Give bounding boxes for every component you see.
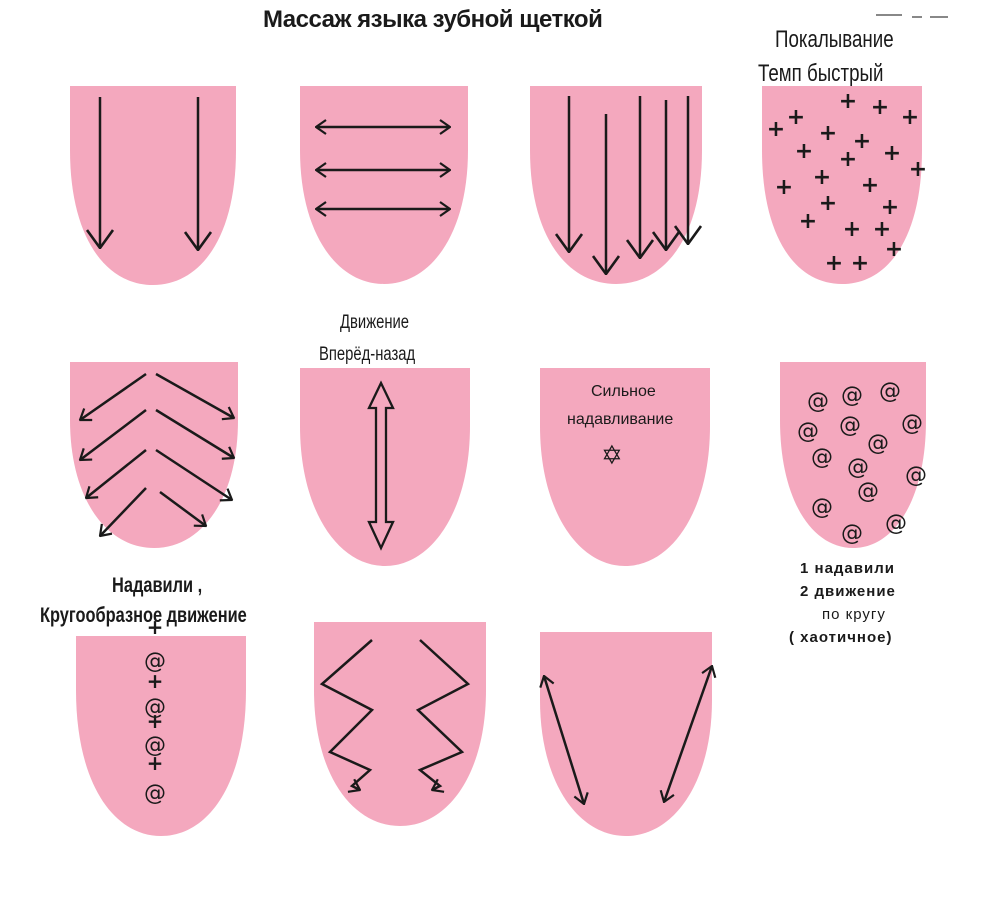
page-title: Массаж языка зубной щеткой [263,6,603,33]
center-line-marks: +@+@+@+@ [144,615,166,806]
plus-mark: + [885,237,903,262]
spiral-mark: @ [857,479,879,504]
plus-mark: + [851,251,869,276]
spiral-mark: @ [879,379,901,404]
spiral-mark: @ [841,383,863,408]
spiral-mark: @ [144,695,166,720]
tongue-shape [70,362,238,548]
label-chaotic-1: 1 надавили [800,560,895,577]
plus-mark: + [853,129,871,154]
label-strong-press-2: надавливание [567,411,674,428]
tongue-shape [540,632,712,836]
tongue-10-zigzag [314,622,486,826]
label-press-circular-1: Надавили , [112,574,203,597]
plus-mark: + [881,195,899,220]
label-back-forth-1: Движение [340,312,410,333]
plus-mark: + [819,191,837,216]
plus-mark: + [819,121,837,146]
tongue-shape [300,86,468,284]
plus-marks: ++++++++++++++++++++++ [767,89,927,276]
tongue-shape [540,368,710,566]
plus-mark: + [901,105,919,130]
plus-mark: + [147,709,164,733]
spiral-mark: @ [811,445,833,470]
tongue-9-press-circular [76,636,246,836]
tongue-4-pricking: ++++++++++++++++++++++ [762,86,927,284]
tongue-shape [314,622,486,826]
decorative-dash [876,14,902,16]
label-chaotic-3: по кругу [822,606,886,623]
tongue-3-five-down-arrows [530,86,702,284]
star-icon: ✡ [601,440,623,470]
spiral-mark: @ [885,511,907,536]
label-strong-press-1: Сильное [591,383,656,400]
plus-mark: + [909,157,927,182]
spiral-mark: @ [905,463,927,488]
plus-mark: + [147,751,164,775]
label-chaotic-2: 2 движение [800,583,896,600]
spiral-mark: @ [901,411,923,436]
tongue-shape [76,636,246,836]
tongue-2-horizontal-arrows [300,86,468,284]
spiral-mark: @ [867,431,889,456]
tongue-11-diagonal-arrows [540,632,712,836]
plus-mark: + [767,117,785,142]
plus-mark: + [813,165,831,190]
tongue-5-chevron-arrows [70,362,238,548]
label-press-circular-2: Кругообразное движение [40,604,247,627]
double-vertical-arrow [367,380,395,551]
plus-mark: + [775,175,793,200]
spiral-mark: @ [847,455,869,480]
plus-mark: + [799,209,817,234]
spiral-mark: @ [811,495,833,520]
spiral-mark: @ [841,521,863,546]
spiral-marks: @@@@@@@@@@@@@@ [797,379,927,546]
plus-mark: + [147,615,164,639]
tongue-6-back-forth [300,368,470,566]
tongue-shape [780,362,926,548]
plus-mark: + [883,141,901,166]
tongue-8-spirals [780,362,926,548]
label-chaotic-4: ( хаотичное) [789,629,893,646]
plus-mark: + [787,105,805,130]
spiral-mark: @ [807,389,829,414]
plus-mark: + [871,95,889,120]
decorative-dash [912,16,922,18]
spiral-mark: @ [144,649,166,674]
plus-mark: + [843,217,861,242]
tongue-shape [762,86,922,284]
label-back-forth-2: Вперёд-назад [319,344,416,365]
label-pricking-1: Покалывание [775,26,894,53]
label-pricking-2: Темп быстрый [758,60,884,87]
tongue-shape [70,86,236,285]
plus-mark: + [873,217,891,242]
spiral-mark: @ [797,419,819,444]
spiral-mark: @ [144,781,166,806]
plus-mark: + [825,251,843,276]
tongue-7-strong-press [540,368,710,566]
tongue-1-two-down-arrows [70,86,236,285]
spiral-mark: @ [144,733,166,758]
spiral-mark: @ [839,413,861,438]
tongue-shape [530,86,702,284]
plus-mark: + [839,89,857,114]
decorative-dash [930,16,948,18]
plus-mark: + [147,669,164,693]
plus-mark: + [795,139,813,164]
plus-mark: + [861,173,879,198]
plus-mark: + [839,147,857,172]
